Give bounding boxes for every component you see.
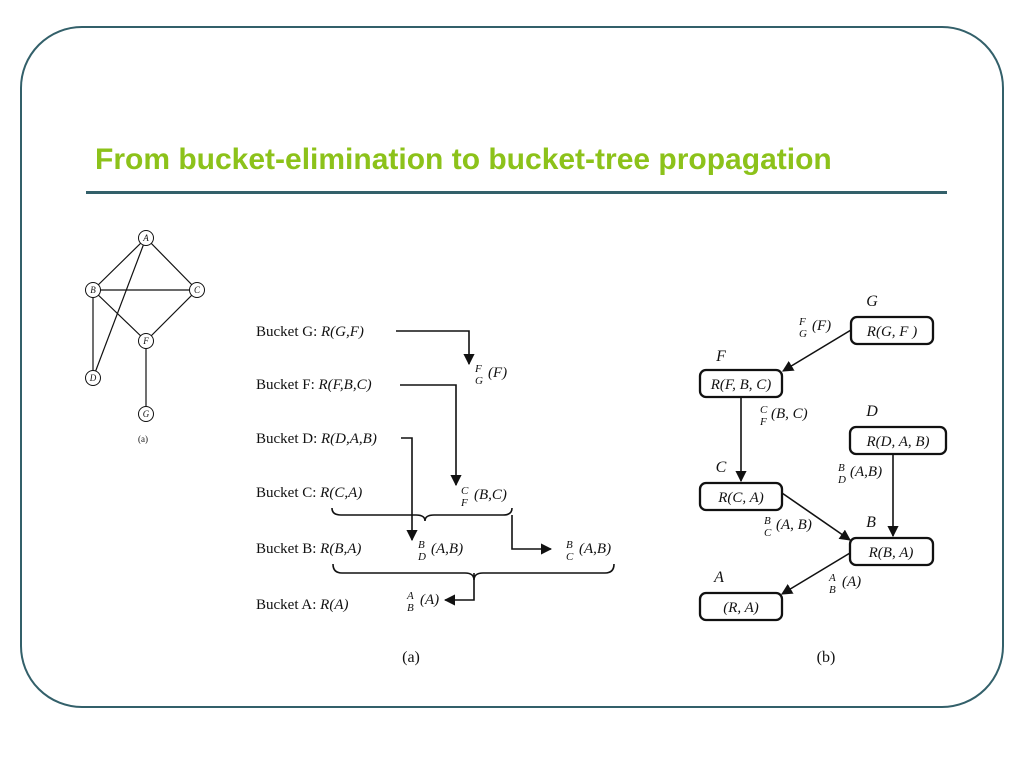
tree-edge-b-to-a [781,552,851,595]
graph-edges [92,237,198,414]
tree-node-f-relation: R(F, B, C) [710,377,772,393]
graph-node-c: C [189,282,205,298]
graph-node-b: B [85,282,101,298]
slide-title: From bucket-elimination to bucket-tree p… [95,143,832,176]
tree-node-a: A (R, A) [698,569,784,622]
tree-node-b-label: B [866,514,876,531]
tree-node-d-relation: R(D, A, B) [865,434,929,450]
title-underline [86,191,947,194]
bucket-a-row: Bucket A: R(A) [256,597,349,613]
bucket-c-row: Bucket C: R(C,A) [256,485,362,501]
tree-node-f: F R(F, B, C) [698,348,784,399]
bucket-b-brace [332,563,615,581]
example-graph-caption: (a) [138,434,148,444]
arrow-f-to-c [400,384,462,487]
tree-node-g-relation: R(G, F ) [866,324,917,340]
tree-edge-c-to-b [781,492,851,541]
edge-c-f [145,289,198,342]
tree-node-b: B R(B, A) [848,514,935,567]
arrow-b-to-a [443,573,475,606]
tree-node-g-label: G [866,293,878,310]
bucket-c-brace [331,507,513,522]
tree-node-b-relation: R(B, A) [868,545,914,561]
tree-edge-g-to-f [782,329,852,372]
bucket-g-row: Bucket G: R(G,F) [256,324,364,340]
tree-node-g: G R(G, F ) [849,293,935,346]
tree-node-a-relation: (R, A) [723,600,759,616]
tree-node-d-label: D [865,403,878,420]
graph-node-c-label: C [194,285,201,295]
bucket-tree-diagram: G R(G, F ) F R(F, B, C) D R(D, A, B) C R… [698,293,948,666]
graph-node-d: D [85,370,101,386]
slide-frame [20,26,1004,708]
arrow-c-to-b [511,515,553,555]
tree-node-f-label: F [715,348,726,365]
graph-node-g-label: G [143,409,150,419]
arrow-d-to-b [401,437,418,542]
graph-node-f-label: F [142,336,149,346]
tree-node-d: D R(D, A, B) [848,403,948,456]
tree-node-c-label: C [716,459,727,476]
bucket-elimination-caption: (a) [402,649,420,666]
bucket-b-row: Bucket B: R(B,A) [256,541,361,557]
graph-node-g: G [138,406,154,422]
edge-a-c [145,237,198,291]
example-graph: A B C F D G (a) [85,230,205,444]
edge-b-f [92,289,147,342]
bucket-elimination-diagram: Bucket G: R(G,F) Bucket F: R(F,B,C) Buck… [256,324,615,666]
graph-node-f: F [138,333,154,349]
tree-node-c-relation: R(C, A) [717,490,764,506]
graph-node-a-label: A [142,233,149,243]
bucket-tree-caption: (b) [817,649,836,666]
arrow-g-to-f [396,330,475,366]
bucket-f-row: Bucket F: R(F,B,C) [256,377,372,393]
graph-node-d-label: D [89,373,97,383]
graph-node-b-label: B [90,285,96,295]
tree-node-c: C R(C, A) [698,459,784,512]
graph-node-a: A [138,230,154,246]
bucket-d-row: Bucket D: R(D,A,B) [256,431,377,447]
tree-node-a-label: A [713,569,724,586]
edge-a-d [92,237,147,379]
edge-a-b [92,237,147,291]
